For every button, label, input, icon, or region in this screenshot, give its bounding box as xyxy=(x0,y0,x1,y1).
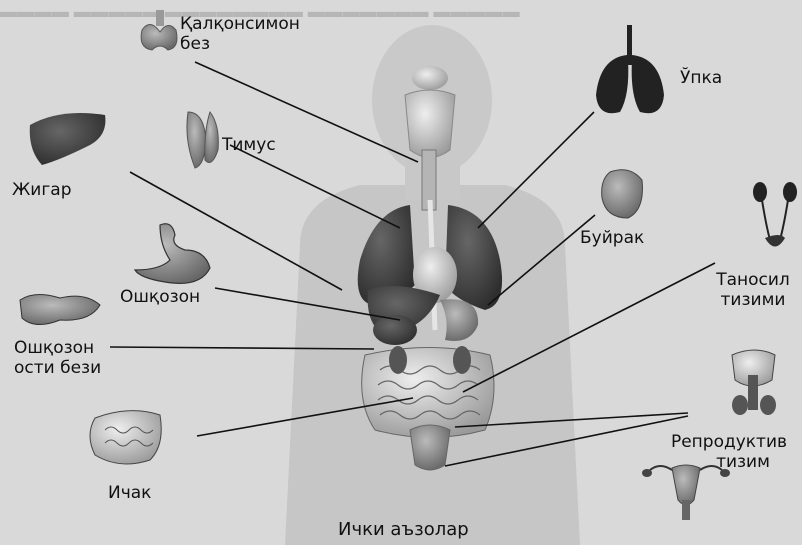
diagram-caption: Ички аъзолар xyxy=(338,520,469,540)
thyroid-label: Қалқонсимон без xyxy=(180,14,310,54)
thyroid-gland-icon xyxy=(141,10,177,50)
pancreas-icon xyxy=(20,294,100,324)
reproductive-system-label: Репродуктив тизим xyxy=(665,432,793,472)
thymus-label: Тимус xyxy=(222,135,276,155)
stomach-label: Ошқозон xyxy=(120,287,200,307)
male-reproductive-icon xyxy=(732,350,776,415)
liver-label: Жигар xyxy=(12,180,72,200)
urinary-system-label: Таносил тизими xyxy=(705,270,801,310)
kidney-label: Буйрак xyxy=(580,228,644,248)
urinary-system-icon xyxy=(753,182,797,247)
intestine-icon xyxy=(90,411,161,464)
liver-icon xyxy=(30,113,106,165)
stomach-icon xyxy=(135,224,210,284)
thymus-icon xyxy=(187,112,218,168)
female-reproductive-icon xyxy=(642,465,730,520)
lungs-icon xyxy=(596,25,664,113)
lungs-label: Ўпка xyxy=(680,68,722,88)
kidney-icon xyxy=(602,170,643,218)
pancreas-label: Ошқозон ости бези xyxy=(14,338,101,378)
intestine-label: Ичак xyxy=(108,483,151,503)
